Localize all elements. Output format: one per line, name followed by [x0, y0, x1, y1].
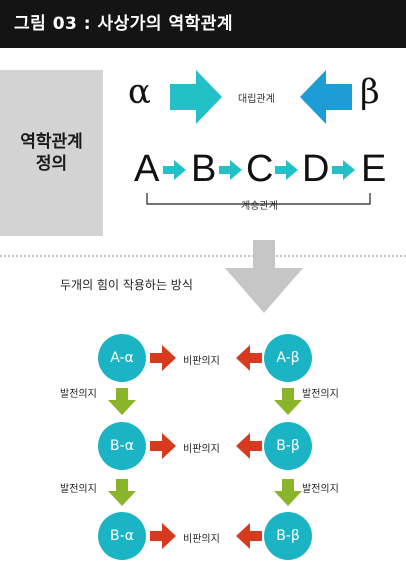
red-arrow-right-2	[150, 433, 176, 459]
green-arrow-right-2	[274, 479, 302, 506]
definition-box: 역학관계 정의	[0, 70, 103, 236]
development-label-left-2: 발전의지	[60, 484, 97, 495]
node-b-beta: B-β	[264, 422, 312, 470]
divider	[0, 255, 406, 257]
development-label-left-1: 발전의지	[60, 389, 97, 400]
gray-down-arrow	[225, 240, 303, 313]
criticism-label-3: 비판의지	[183, 534, 220, 545]
development-label-right-2: 발전의지	[302, 484, 339, 495]
red-arrow-left-2	[236, 433, 262, 459]
alpha-symbol: α	[128, 72, 151, 112]
green-arrow-left-2	[108, 479, 136, 506]
chain-letter-c: C	[246, 148, 274, 190]
red-arrow-right-3	[150, 523, 176, 549]
red-arrow-left-3	[236, 523, 262, 549]
forces-title: 두개의 힘이 작용하는 방식	[60, 278, 193, 292]
red-arrow-right-1	[150, 345, 176, 371]
criticism-label-2: 비판의지	[183, 444, 220, 455]
chain-letter-e: E	[361, 148, 387, 190]
criticism-label-1: 비판의지	[183, 356, 220, 367]
figure-title: 그림 03 : 사상가의 역학관계	[0, 0, 406, 48]
node-b-alpha: B-α	[98, 422, 146, 470]
definition-label-line2: 정의	[35, 154, 68, 174]
chain-arrow-bc	[219, 160, 242, 180]
chain-arrow-de	[332, 160, 355, 180]
chain-arrow-ab	[163, 160, 186, 180]
opposition-label: 대립관계	[238, 94, 275, 105]
node-a-beta: A-β	[264, 334, 312, 382]
chain-arrow-cd	[275, 160, 298, 180]
node-a-alpha: A-α	[98, 334, 146, 382]
node-b-alpha-2: B-α	[98, 512, 146, 560]
beta-symbol: β	[360, 72, 380, 112]
arrow-left-blue	[300, 70, 352, 124]
red-arrow-left-1	[236, 345, 262, 371]
definition-label-line1: 역학관계	[20, 132, 83, 152]
node-b-beta-2: B-β	[264, 512, 312, 560]
arrow-right-cyan	[170, 70, 222, 124]
chain-letter-d: D	[302, 148, 330, 190]
chain-letter-b: B	[191, 148, 217, 190]
green-arrow-right-1	[274, 388, 302, 415]
chain-letter-a: A	[134, 148, 160, 190]
development-label-right-1: 발전의지	[302, 389, 339, 400]
hierarchy-bracket	[146, 193, 371, 205]
green-arrow-left-1	[108, 388, 136, 415]
